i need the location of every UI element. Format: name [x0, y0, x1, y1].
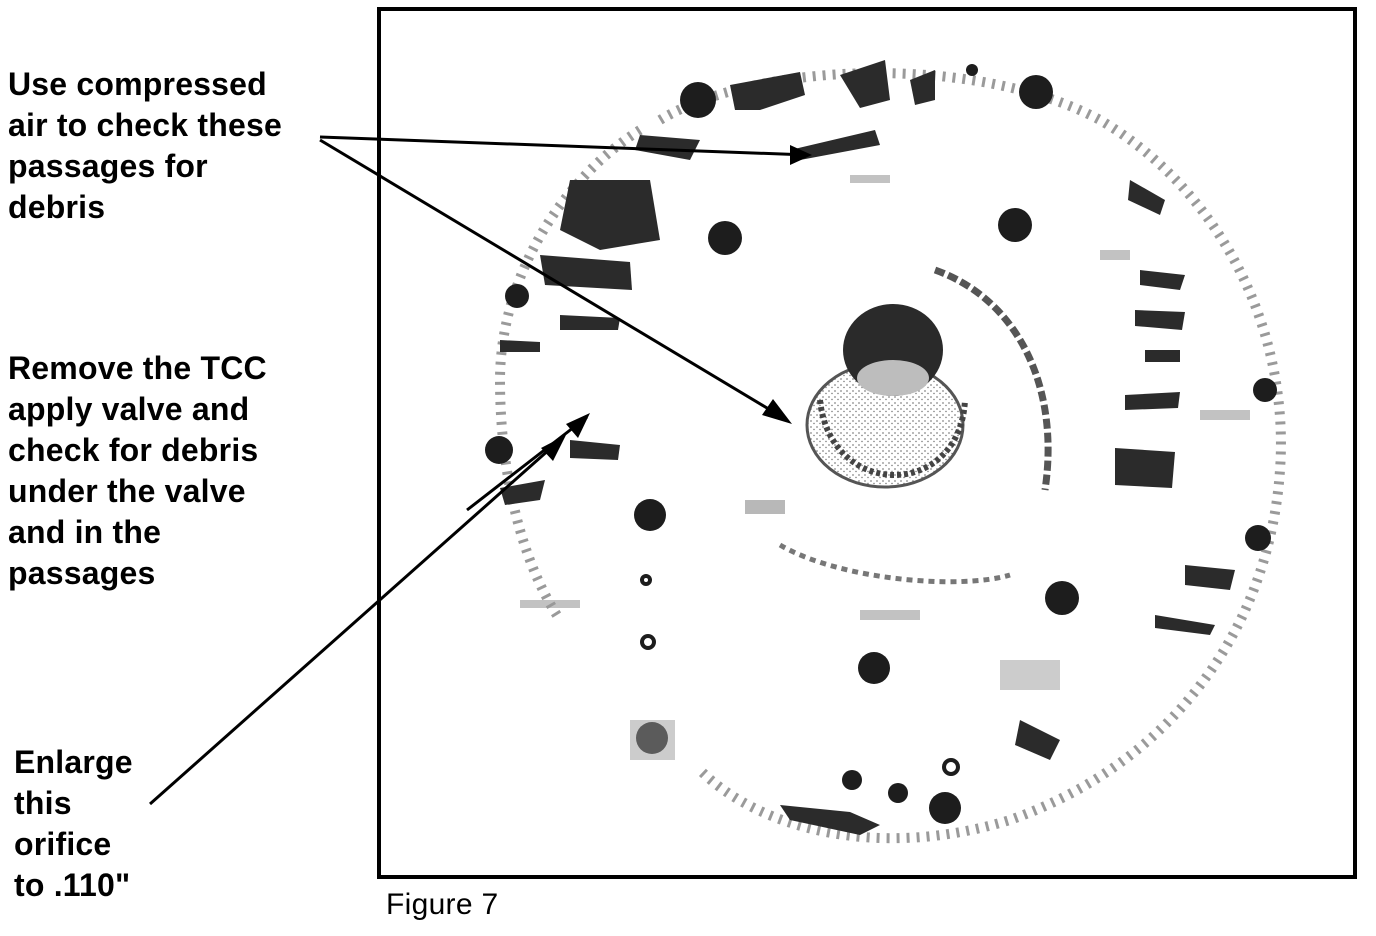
center-hub [805, 304, 968, 489]
callout-tcc-apply-valve: Remove the TCC apply valve and check for… [8, 350, 267, 591]
arrow-to-hub-passage [319, 138, 788, 422]
pump-cover-outline [494, 68, 1286, 844]
arrowheads [541, 145, 812, 461]
fluid-passages [500, 60, 1235, 835]
surface-texture [520, 175, 1250, 760]
callout-compressed-air: Use compressed air to check these passag… [8, 66, 282, 225]
leader-arrows [149, 135, 809, 806]
callout-enlarge-orifice: Enlarge this orifice to .110" [14, 744, 133, 903]
hub-arc [933, 266, 1052, 491]
figure-caption: Figure 7 [386, 888, 499, 921]
arrow-to-upper-passage [319, 135, 809, 157]
arrow-to-tcc-valve [466, 415, 588, 512]
lower-arc [778, 542, 1011, 585]
arrow-to-orifice [149, 438, 561, 806]
small-orifices [640, 574, 960, 776]
